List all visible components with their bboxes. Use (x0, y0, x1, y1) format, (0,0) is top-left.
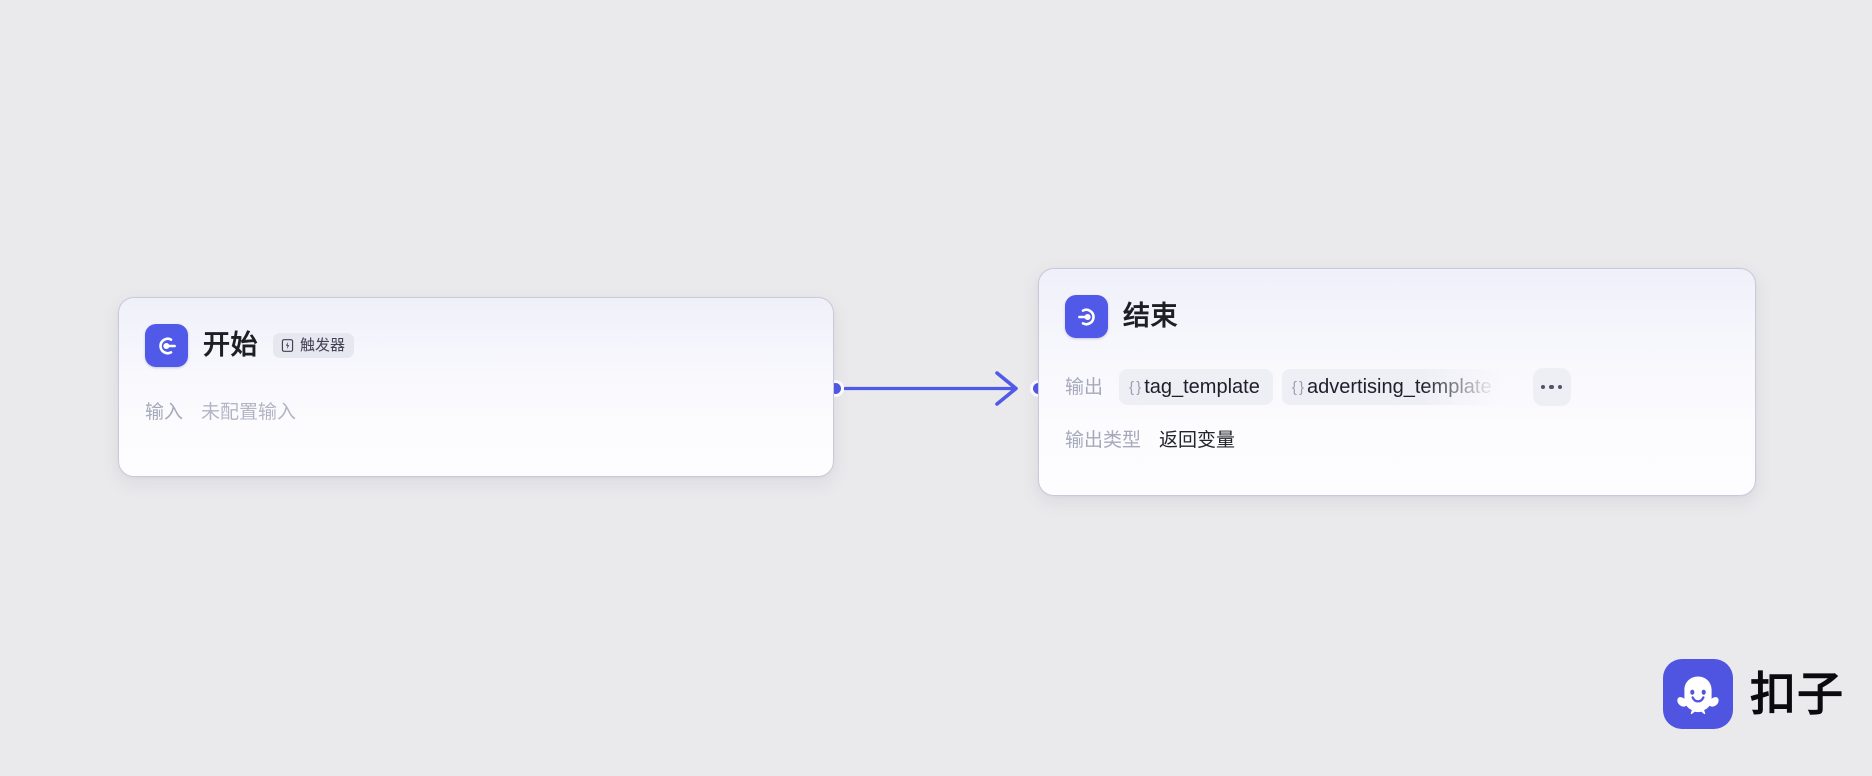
lightning-bolt-icon (280, 338, 295, 353)
end-node-body: 输出 { } tag_template { } advertising_temp… (1039, 368, 1755, 450)
ellipsis-dot (1549, 384, 1554, 390)
end-node-title: 结束 (1123, 301, 1178, 331)
output-chip-label: tag_template (1144, 376, 1260, 398)
start-input-value: 未配置输入 (201, 402, 297, 423)
output-more-button[interactable] (1532, 368, 1571, 406)
start-node-body: 输入 未配置输入 (119, 403, 833, 422)
end-node-icon (1065, 295, 1108, 338)
start-node[interactable]: 开始 触发器 输入 未配置输入 (118, 297, 834, 477)
start-node-header: 开始 触发器 (119, 298, 833, 367)
edge-start-to-end (843, 371, 1018, 406)
end-output-label: 输出 (1065, 376, 1104, 398)
output-chip[interactable]: { } advertising_template (1281, 369, 1505, 405)
start-node-title: 开始 (203, 330, 258, 360)
coze-watermark: 扣子 (1663, 659, 1844, 729)
variable-braces-icon: { } (1129, 378, 1141, 396)
end-output-type-value: 返回变量 (1159, 430, 1236, 451)
output-chip-label: advertising_template (1307, 376, 1492, 398)
variable-braces-icon: { } (1291, 378, 1304, 396)
coze-wordmark: 扣子 (1750, 668, 1844, 720)
end-output-row: 输出 { } tag_template { } advertising_temp… (1065, 368, 1729, 406)
output-chip[interactable]: { } tag_template (1119, 369, 1273, 405)
trigger-badge: 触发器 (273, 333, 355, 358)
ellipsis-dot (1557, 384, 1563, 390)
end-node[interactable]: 结束 输出 { } tag_template { } advertising_t… (1038, 268, 1756, 496)
start-node-icon (145, 324, 188, 367)
coze-ghost-icon (1663, 659, 1733, 729)
end-node-header: 结束 (1039, 269, 1755, 338)
end-output-chip-list: { } tag_template { } advertising_templat… (1119, 369, 1505, 405)
start-input-label: 输入 (145, 402, 184, 423)
end-output-type-label: 输出类型 (1065, 430, 1142, 451)
trigger-badge-label: 触发器 (300, 337, 346, 354)
end-output-type-row: 输出类型 返回变量 (1065, 431, 1729, 450)
ellipsis-dot (1540, 384, 1546, 390)
start-input-row: 输入 未配置输入 (145, 403, 807, 422)
